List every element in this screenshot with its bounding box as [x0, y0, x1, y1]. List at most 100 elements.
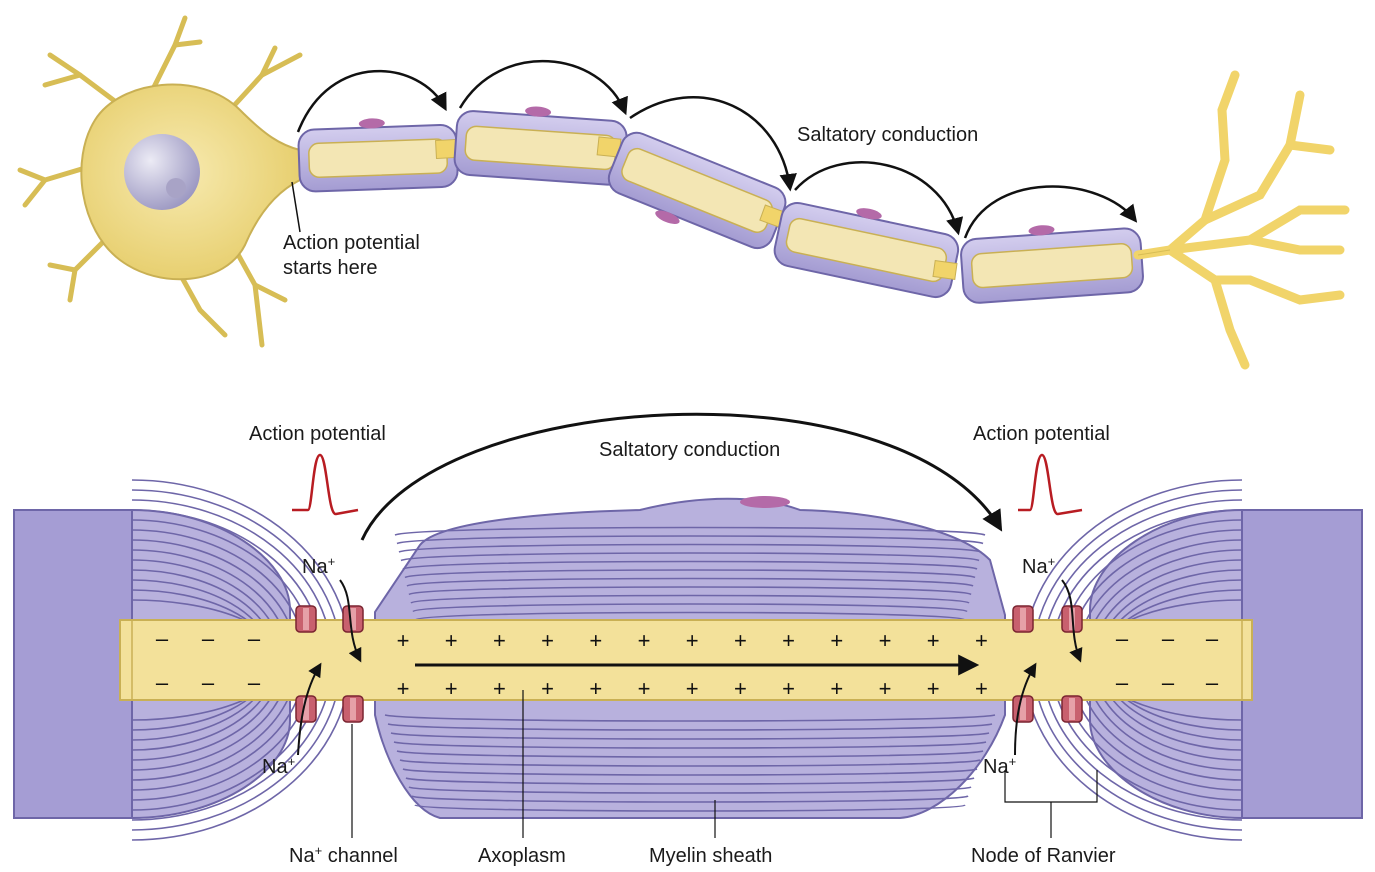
channel-pore — [350, 698, 356, 720]
na-label-bottom-right: Na+ — [983, 754, 1016, 778]
channel-pore — [350, 608, 356, 630]
ap-label-left: Action potential — [249, 423, 386, 445]
myelin-segment — [453, 106, 628, 186]
positive-charge: + — [830, 676, 843, 701]
positive-charge: + — [397, 676, 410, 701]
lamella-line — [393, 741, 987, 749]
na-influx-arrows — [297, 579, 1083, 756]
negative-charge: – — [1206, 626, 1219, 651]
top-saltatory-arrows — [296, 60, 1138, 239]
lamella-line — [411, 795, 969, 803]
positive-charge: + — [734, 676, 747, 701]
positive-charge: + — [541, 676, 554, 701]
positive-charge: + — [879, 628, 892, 653]
lamella-line — [384, 714, 996, 722]
lamella-line — [399, 759, 981, 767]
myelin-center-lamellae — [384, 526, 996, 812]
lamella-line — [394, 526, 986, 536]
nucleus — [124, 134, 200, 210]
positive-charge: + — [589, 628, 602, 653]
jump-arrow — [629, 96, 797, 192]
node-gap — [435, 138, 457, 160]
positive-charge: + — [782, 676, 795, 701]
node-gap — [932, 259, 958, 281]
top-saltatory-label: Saltatory conduction — [797, 124, 978, 146]
lamella-line — [408, 786, 972, 794]
lamella-line — [387, 723, 993, 731]
negative-charge: – — [156, 670, 169, 695]
jump-arrow — [458, 60, 628, 116]
myelin-segment — [297, 118, 459, 193]
negative-charge: – — [202, 626, 215, 651]
start-label-line1: Action potential — [283, 232, 420, 254]
axoplasm — [119, 619, 1253, 701]
na-channel-label: Na+ channel — [289, 843, 398, 867]
jump-arrow — [794, 161, 964, 236]
channel-pore — [1020, 698, 1026, 720]
positive-charge: + — [782, 628, 795, 653]
na-label-bottom-left: Na+ — [262, 754, 295, 778]
positive-charge: + — [830, 628, 843, 653]
channel-pore — [1069, 698, 1075, 720]
action-potential-trace-right — [1018, 453, 1083, 516]
lamella-line — [390, 732, 990, 740]
jump-arrow — [963, 185, 1138, 239]
negative-charge: – — [1162, 626, 1175, 651]
start-pointer-line — [291, 181, 301, 233]
negative-charge: – — [1206, 670, 1219, 695]
negative-charge: – — [1162, 670, 1175, 695]
lamella-line — [414, 611, 966, 621]
positive-charge: + — [493, 676, 506, 701]
na-label-top-right: Na+ — [1022, 554, 1055, 578]
negative-charge: – — [156, 626, 169, 651]
ap-label-right: Action potential — [973, 423, 1110, 445]
label-leader-lines — [351, 690, 1098, 838]
lamella-line — [404, 569, 976, 579]
positive-charge: + — [734, 628, 747, 653]
channel-pore — [303, 698, 309, 720]
negative-charge: – — [1116, 626, 1129, 651]
lamella-line — [406, 577, 974, 587]
positive-charge: + — [879, 676, 892, 701]
lamella-line — [396, 750, 984, 758]
positive-charge: + — [589, 676, 602, 701]
myelin-segment — [773, 201, 960, 299]
na-label-top-left: Na+ — [302, 554, 335, 578]
positive-charge: + — [493, 628, 506, 653]
membrane-charges: ––––––––––––++++++++++++++++++++++++++ — [156, 626, 1219, 701]
action-potential-trace-left — [292, 453, 359, 516]
positive-charge: + — [686, 676, 699, 701]
myelin-sheath-label: Myelin sheath — [649, 845, 772, 867]
axon-terminals — [1133, 70, 1350, 370]
negative-charge: – — [202, 670, 215, 695]
jump-arrow — [296, 70, 447, 133]
bottom-saltatory-arrow — [360, 412, 1003, 541]
lamella-line — [410, 594, 970, 604]
myelin-segment — [607, 131, 787, 250]
positive-charge: + — [638, 628, 651, 653]
negative-charge: – — [1116, 670, 1129, 695]
lamella-line — [414, 804, 966, 812]
channel-pore — [1020, 608, 1026, 630]
axon-cross-section — [13, 479, 1363, 841]
nucleolus — [166, 178, 186, 198]
positive-charge: + — [927, 676, 940, 701]
axoplasm-label: Axoplasm — [478, 845, 566, 867]
positive-charge: + — [975, 628, 988, 653]
positive-charge: + — [638, 676, 651, 701]
channel-pore — [303, 608, 309, 630]
myelin-segment — [960, 225, 1144, 304]
lamella-line — [405, 777, 975, 785]
bottom-saltatory-label: Saltatory conduction — [599, 439, 780, 461]
positive-charge: + — [927, 628, 940, 653]
lamella-line — [402, 560, 978, 570]
neuron-illustration — [17, 15, 1350, 370]
lamella-line — [408, 586, 972, 596]
dendrites — [17, 15, 303, 348]
negative-charge: – — [248, 626, 261, 651]
positive-charge: + — [975, 676, 988, 701]
positive-charge: + — [445, 676, 458, 701]
positive-charge: + — [397, 628, 410, 653]
